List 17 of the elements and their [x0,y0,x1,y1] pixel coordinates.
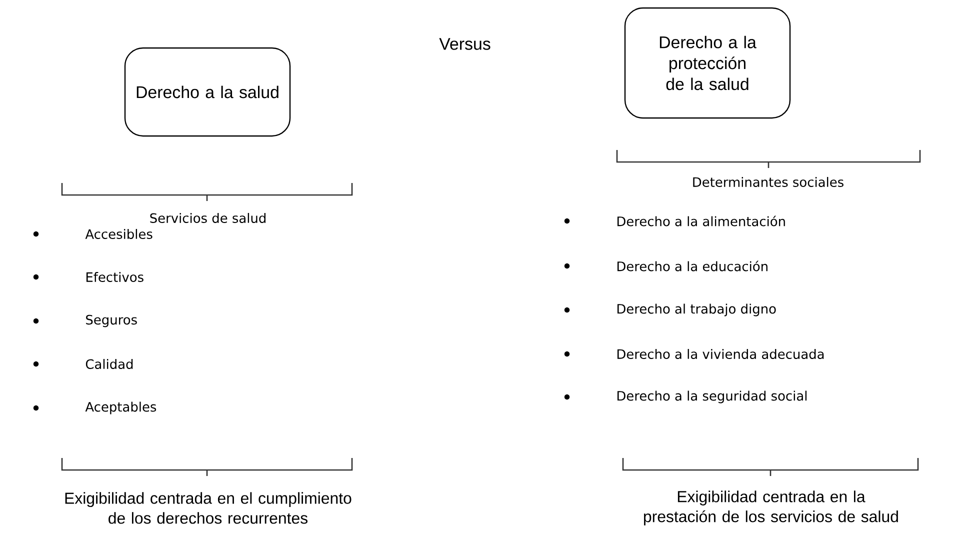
group-heading: Servicios de salud [150,212,266,223]
rounded-box: Derecho a la protección de la salud [624,7,791,119]
list-item: Derecho a la vivienda adecuada [617,348,824,359]
list-item: Calidad [86,358,133,369]
list-item: Derecho a la seguridad social [617,390,807,404]
versus-label: Versus [439,38,490,50]
list-item: Derecho al trabajo digno [617,304,776,316]
list-item: Derecho a la educación [617,260,768,272]
list-item: Seguros [86,314,137,328]
list-item: Efectivos [86,272,144,282]
summary-text: Exigibilidad centrada en el cumplimiento de los derechos recurrentes [65,492,352,524]
group-heading: Determinantes sociales [693,176,844,187]
summary-text: Exigibilidad centrada en la prestación de los servicios de salud [644,490,898,526]
list-item: Aceptables [85,402,156,414]
rounded-box: Derecho a la salud [124,47,291,137]
list-item: Derecho a la alimentación [617,216,785,226]
list-item: Accesibles [85,228,152,239]
